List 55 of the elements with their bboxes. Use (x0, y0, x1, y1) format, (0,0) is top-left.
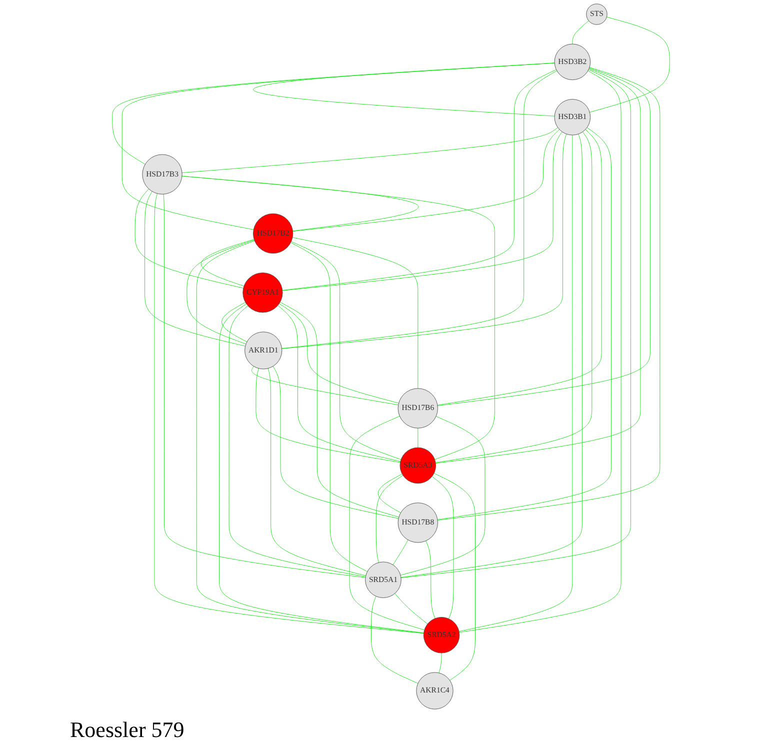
connector (437, 129, 602, 406)
connector (182, 176, 418, 232)
connector (272, 366, 399, 519)
connector (154, 193, 424, 634)
connector (280, 302, 400, 518)
connector (378, 474, 402, 514)
connector (437, 68, 650, 406)
connector (278, 305, 401, 462)
connector (282, 132, 562, 291)
figure-label: Roessler 579 (70, 717, 184, 743)
connector (228, 305, 366, 577)
connector (400, 69, 631, 578)
connector (251, 366, 399, 406)
connector (438, 652, 442, 674)
connector (400, 134, 582, 578)
connector (282, 134, 567, 349)
connector (434, 473, 476, 681)
connector (290, 241, 402, 460)
connector (163, 194, 366, 578)
connector (279, 303, 399, 404)
connector (182, 127, 558, 174)
connector (222, 302, 248, 342)
connector (290, 242, 368, 572)
connector (459, 70, 622, 633)
connector (589, 16, 670, 113)
connector (144, 191, 246, 346)
connector (186, 240, 255, 344)
connector (349, 416, 425, 630)
connector (437, 67, 660, 520)
connector (196, 240, 424, 634)
connector (426, 540, 436, 619)
connector (435, 132, 592, 463)
connector (253, 62, 555, 116)
connector (292, 129, 560, 232)
connector (282, 70, 558, 349)
connector (268, 368, 366, 576)
connector (292, 237, 418, 389)
connector (134, 188, 244, 288)
connector (458, 134, 573, 632)
connector (371, 596, 418, 684)
connector (376, 475, 404, 563)
connector (219, 304, 424, 634)
connector (400, 416, 486, 576)
connector (200, 239, 254, 286)
connector (435, 68, 641, 464)
connector (282, 69, 556, 291)
connector (437, 127, 612, 520)
connector (182, 176, 495, 460)
connector (256, 368, 400, 463)
connector (572, 20, 589, 44)
connector (432, 476, 454, 619)
connector (394, 593, 428, 624)
connector (392, 540, 408, 566)
connector (112, 62, 555, 164)
connector (122, 62, 555, 230)
